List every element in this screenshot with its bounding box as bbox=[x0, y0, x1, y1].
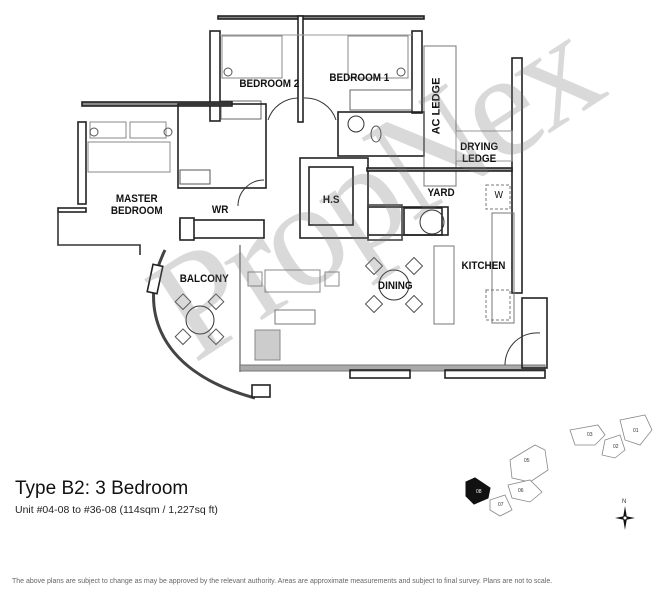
key-unit-01: 01 bbox=[633, 428, 639, 434]
key-unit-03: 03 bbox=[587, 432, 593, 438]
washer-label: W bbox=[494, 190, 503, 201]
room-label-balcony: BALCONY bbox=[179, 273, 229, 285]
room-label-master-bedroom: MASTER BEDROOM bbox=[111, 193, 163, 217]
north-compass-icon bbox=[610, 498, 640, 538]
key-unit-08: 08 bbox=[476, 489, 482, 495]
room-label-drying-ledge: DRYING LEDGE bbox=[460, 141, 498, 165]
drying-ledge-line1: DRYING bbox=[460, 141, 499, 153]
floor-plan: BEDROOM 2 BEDROOM 1 AC LEDGE DRYING LEDG… bbox=[57, 15, 548, 400]
room-label-kitchen: KITCHEN bbox=[461, 260, 506, 272]
master-bedroom-line1: MASTER bbox=[115, 193, 158, 205]
room-label-wr: WR bbox=[211, 204, 229, 216]
disclaimer-text: The above plans are subject to change as… bbox=[12, 578, 553, 585]
key-unit-06: 06 bbox=[518, 488, 524, 494]
room-label-yard: YARD bbox=[427, 187, 455, 199]
key-unit-07: 07 bbox=[498, 502, 504, 508]
room-label-hs: H.S bbox=[322, 194, 340, 206]
room-label-bedroom1: BEDROOM 1 bbox=[329, 72, 390, 84]
room-label-bedroom2: BEDROOM 2 bbox=[239, 78, 300, 90]
room-label-ac-ledge: AC LEDGE bbox=[430, 77, 443, 135]
unit-type-title: Type B2: 3 Bedroom bbox=[15, 478, 189, 499]
key-plan-drawing: 05 06 07 08 01 02 03 bbox=[465, 414, 653, 517]
key-unit-05: 05 bbox=[524, 458, 530, 464]
unit-range-text: Unit #04-08 to #36-08 (114sqm / 1,227sq … bbox=[15, 504, 218, 516]
key-unit-02: 02 bbox=[613, 444, 619, 450]
master-bedroom-line2: BEDROOM bbox=[110, 205, 163, 217]
floor-plan-drawing bbox=[57, 15, 548, 400]
room-label-dining: DINING bbox=[377, 280, 413, 292]
drying-ledge-line2: LEDGE bbox=[462, 153, 497, 165]
key-plan: 05 06 07 08 01 02 03 bbox=[430, 400, 660, 540]
north-label: N bbox=[622, 499, 627, 505]
